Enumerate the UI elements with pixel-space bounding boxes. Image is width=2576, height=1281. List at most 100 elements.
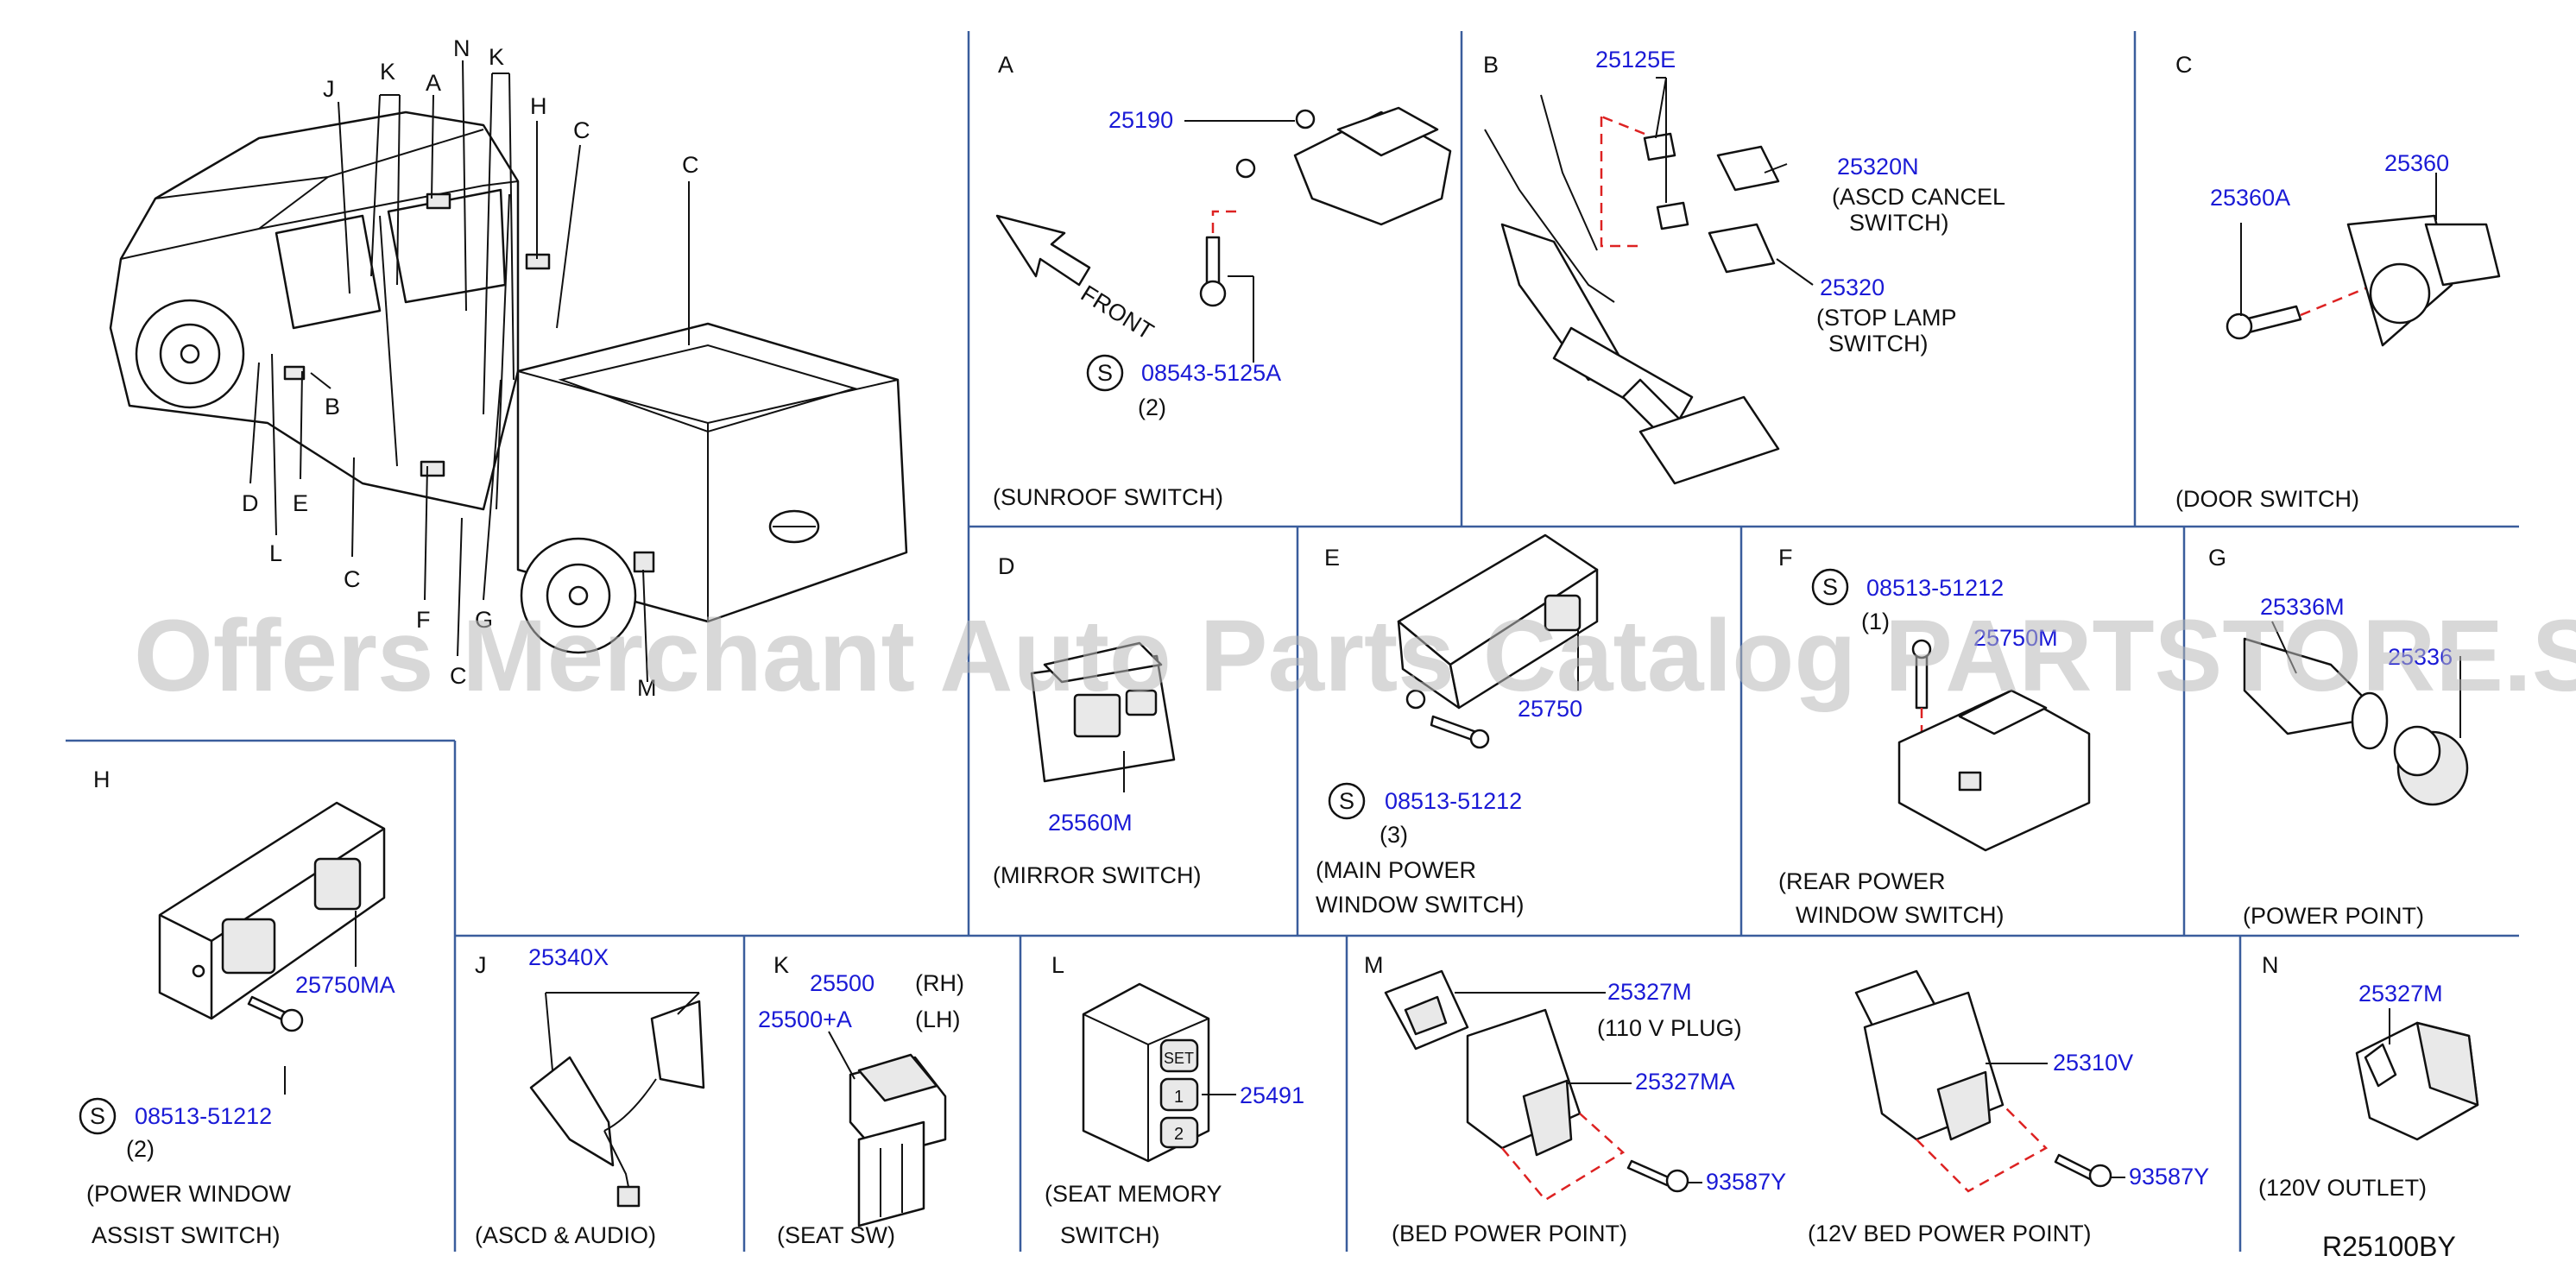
panel-letter: M xyxy=(1364,952,1384,978)
panel-letter: C xyxy=(2175,52,2193,78)
quantity: (2) xyxy=(1138,394,1166,420)
panel-b-pedal-switches: B 25125E 25320N (ASCD CANCEL SWITCH) 253… xyxy=(1483,47,2005,485)
callout-b: B xyxy=(325,394,340,420)
panel-caption: WINDOW SWITCH) xyxy=(1316,892,1524,918)
callout-c: C xyxy=(344,566,361,592)
callout-g: G xyxy=(475,607,493,633)
s-badge xyxy=(1086,354,1124,392)
panel-caption: (BED POWER POINT) xyxy=(1392,1221,1627,1246)
callout-j: J xyxy=(323,76,335,102)
part-number: 25190 xyxy=(1108,107,1173,133)
panel-caption: (POWER POINT) xyxy=(2243,903,2424,929)
quantity: (2) xyxy=(126,1136,155,1162)
note: SWITCH) xyxy=(1828,331,1928,357)
part-number: 25360 xyxy=(2384,150,2449,176)
side: (LH) xyxy=(915,1006,961,1032)
part-number: 25340X xyxy=(528,944,609,970)
panel-caption: (REAR POWER xyxy=(1778,868,1946,894)
side: (RH) xyxy=(915,970,964,996)
panel-letter: L xyxy=(1051,952,1064,978)
part-number: 25750M xyxy=(1973,625,2058,651)
quantity: (1) xyxy=(1861,609,1890,634)
part-number: 93587Y xyxy=(1706,1169,1786,1195)
panel-caption: (SUNROOF SWITCH) xyxy=(993,484,1223,510)
callout-a: A xyxy=(426,70,441,96)
callout-f: F xyxy=(416,607,431,633)
callout-l: L xyxy=(269,540,282,566)
s-badge xyxy=(79,1097,117,1135)
s-badge-label: S xyxy=(1822,574,1838,600)
panel-letter: J xyxy=(475,952,487,978)
panel-caption: (MIRROR SWITCH) xyxy=(993,862,1201,888)
s-badge-label: S xyxy=(1097,360,1113,386)
panel-k-seat-switch: K 25500 (RH) 25500+A (LH) (SEAT SW) xyxy=(758,952,964,1248)
part-number: 08513-51212 xyxy=(1866,575,2004,601)
callout-h: H xyxy=(530,93,547,119)
panel-c-door-switch: C 25360A 25360 (DOOR SWITCH) xyxy=(2175,52,2501,512)
part-number: 25750 xyxy=(1518,696,1582,722)
part-number: 25360A xyxy=(2210,185,2290,211)
panel-letter: G xyxy=(2208,545,2226,571)
panel-j-ascd-audio: J 25340X (ASCD & AUDIO) xyxy=(475,944,705,1248)
part-number: 25750MA xyxy=(295,972,395,998)
note: SWITCH) xyxy=(1849,210,1948,236)
callout-m: M xyxy=(637,675,657,701)
part-number: 25320 xyxy=(1820,274,1885,300)
panel-caption: (MAIN POWER xyxy=(1316,857,1476,883)
panel-g-power-point: G 25336M 25336 (POWER POINT) xyxy=(2208,545,2469,929)
panel-caption: (POWER WINDOW xyxy=(86,1181,291,1207)
panel-h-power-window-assist-switch: H 25750MA S 08513-51212 (2) (POWER WINDO… xyxy=(79,767,395,1248)
callout-c: C xyxy=(450,663,467,689)
part-number: 08513-51212 xyxy=(1385,788,1522,814)
note: (ASCD CANCEL xyxy=(1832,184,2005,210)
note: (STOP LAMP xyxy=(1816,305,1957,331)
part-number: 25500+A xyxy=(758,1006,852,1032)
part-number: 08543-5125A xyxy=(1141,360,1281,386)
s-badge xyxy=(1811,568,1849,606)
panel-letter: K xyxy=(773,952,789,978)
panel-caption: (ASCD & AUDIO) xyxy=(475,1222,656,1248)
panel-n-120v-outlet: N 25327M (120V OUTLET) xyxy=(2258,952,2479,1201)
panel-l-seat-memory-switch: L SET 1 2 25491 (SEAT MEMORY SWITCH) xyxy=(1045,952,1304,1248)
quantity: (3) xyxy=(1380,822,1408,848)
panel-letter: N xyxy=(2262,952,2279,978)
part-number: 25560M xyxy=(1048,810,1133,836)
part-number: 08513-51212 xyxy=(135,1103,272,1129)
panel-m-bed-power-point: M 25327M (110 V PLUG) 25327MA 93587Y (BE… xyxy=(1364,952,2209,1246)
panel-caption: (12V BED POWER POINT) xyxy=(1808,1221,2092,1246)
part-number: 25327MA xyxy=(1635,1069,1735,1095)
callout-k: K xyxy=(489,44,504,70)
panel-d-mirror-switch: D 25560M (MIRROR SWITCH) xyxy=(993,553,1201,888)
panel-caption: SWITCH) xyxy=(1060,1222,1159,1248)
front-label: FRONT xyxy=(1076,281,1159,345)
button-2: 2 xyxy=(1174,1125,1184,1144)
callout-k: K xyxy=(380,59,395,85)
s-badge xyxy=(1328,782,1366,820)
part-number: 25336 xyxy=(2388,644,2453,670)
panel-letter: D xyxy=(998,553,1015,579)
panel-f-rear-power-window-switch: F S 08513-51212 (1) 25750M (REAR POWER W… xyxy=(1778,545,2091,928)
part-number: 25336M xyxy=(2260,594,2345,620)
panel-letter: F xyxy=(1778,545,1793,571)
callout-n: N xyxy=(453,35,470,61)
overview-callouts: J K A N K H C C B D E L C F G C M xyxy=(242,35,699,701)
panel-letter: H xyxy=(93,767,110,792)
panel-caption: (SEAT MEMORY xyxy=(1045,1181,1222,1207)
panel-caption: (120V OUTLET) xyxy=(2258,1175,2427,1201)
panel-caption: ASSIST SWITCH) xyxy=(92,1222,281,1248)
note: (110 V PLUG) xyxy=(1597,1015,1742,1041)
panel-caption: WINDOW SWITCH) xyxy=(1796,902,2004,928)
panel-letter: A xyxy=(998,52,1013,78)
part-number: 25327M xyxy=(1607,979,1692,1005)
part-number: 93587Y xyxy=(2129,1164,2209,1190)
part-number: 25320N xyxy=(1837,154,1919,180)
s-badge-label: S xyxy=(90,1103,105,1129)
truck-overview-illustration xyxy=(109,60,908,683)
panel-e-main-power-window-switch: E 25750 S 08513-51212 (3) (MAIN POWER WI… xyxy=(1316,533,1599,918)
callout-e: E xyxy=(293,490,308,516)
panel-a-sunroof-switch: A FRONT 25190 S 08543-5125A (2) (SUNROOF… xyxy=(993,52,1452,510)
button-set: SET xyxy=(1164,1050,1194,1067)
panel-letter: E xyxy=(1324,545,1340,571)
callout-d: D xyxy=(242,490,259,516)
